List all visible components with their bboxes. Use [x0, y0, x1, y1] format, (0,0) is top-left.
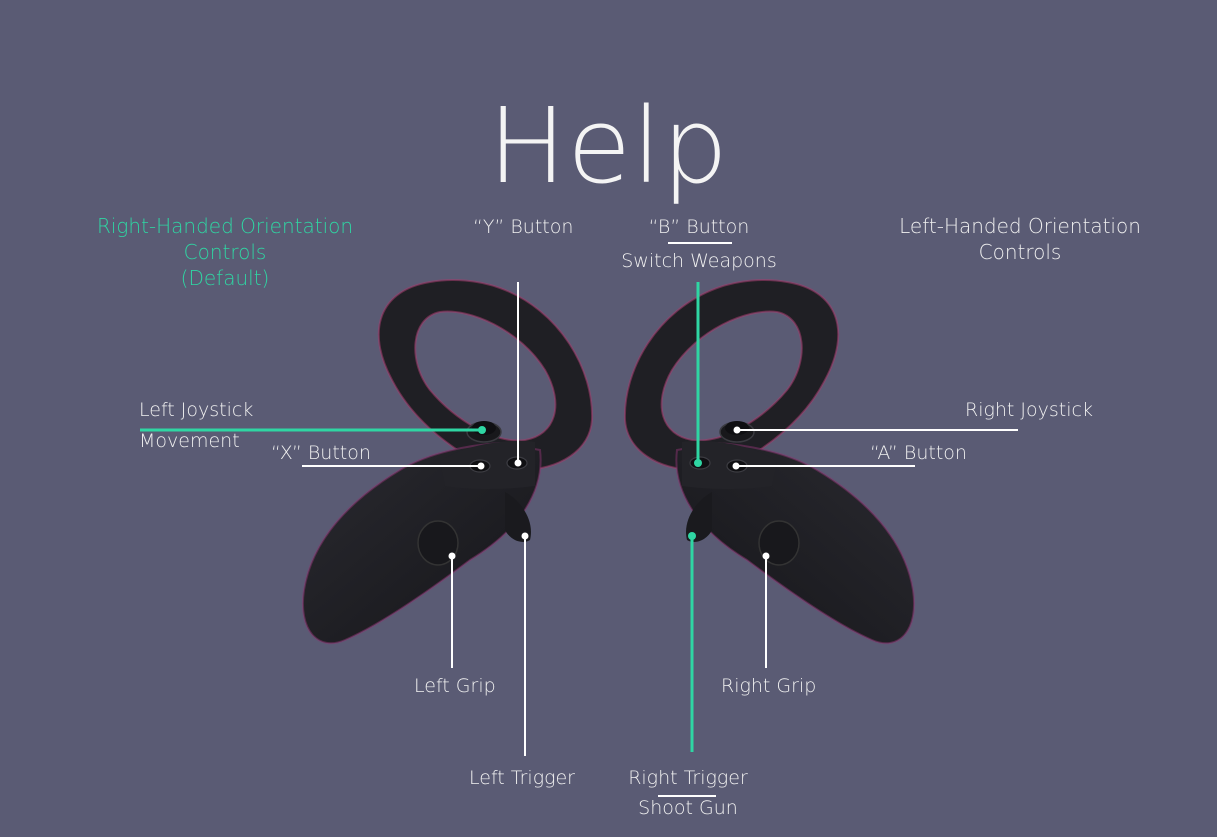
right-handed-line-1: Right-Handed Orientation	[96, 214, 354, 238]
left-grip-shape	[417, 520, 459, 566]
left-trigger-shape	[505, 492, 531, 542]
right-trigger-label: Right Trigger	[628, 767, 748, 789]
right-grip-label: Right Grip	[721, 675, 817, 697]
left-trigger-label: Left Trigger	[469, 767, 575, 789]
x-button-label: “X” Button	[271, 442, 371, 464]
right-trigger-action-label: Shoot Gun	[638, 797, 738, 819]
right-controller	[623, 279, 916, 645]
a-button-label: “A” Button	[870, 442, 967, 464]
left-tracking-ring	[377, 279, 594, 472]
right-handed-orientation-option[interactable]: Right-Handed Orientation Controls (Defau…	[95, 213, 355, 291]
page-title: Help	[487, 85, 730, 207]
left-joystick-label: Left Joystick	[139, 399, 254, 421]
left-handed-orientation-option[interactable]: Left-Handed Orientation Controls	[895, 213, 1145, 265]
right-joystick-label: Right Joystick	[965, 399, 1093, 421]
left-handed-line-1: Left-Handed Orientation	[899, 214, 1141, 238]
b-button-label: “B” Button	[648, 216, 750, 238]
right-handed-line-2: Controls	[183, 240, 267, 264]
callout-lines	[140, 242, 1018, 797]
left-joystick-action-label: Movement	[139, 430, 240, 452]
right-tracking-ring	[623, 279, 840, 472]
right-handed-line-3: (Default)	[180, 266, 270, 290]
y-button-label: “Y” Button	[473, 216, 574, 238]
left-grip-label: Left Grip	[414, 675, 496, 697]
left-handed-line-2: Controls	[978, 240, 1062, 264]
right-trigger-shape	[686, 492, 712, 542]
right-grip-shape	[758, 520, 800, 566]
b-button-action-label: Switch Weapons	[621, 250, 777, 272]
